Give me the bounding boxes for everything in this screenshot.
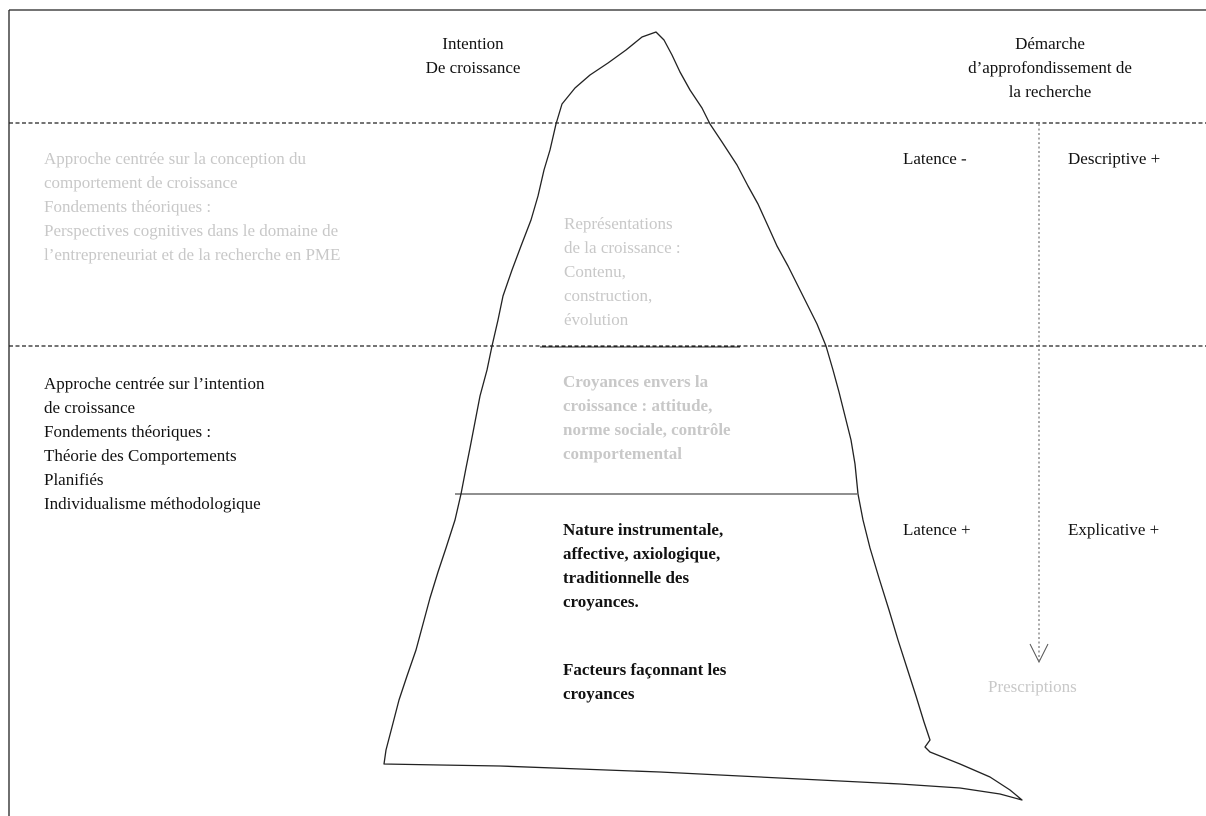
conception-approach-text: Approche centrée sur la conception du co… bbox=[44, 149, 341, 264]
representations-text: Représentations de la croissance : Conte… bbox=[564, 214, 681, 329]
demarche-header: Démarche d’approfondissement de la reche… bbox=[968, 34, 1132, 101]
nature-beliefs-text: Nature instrumentale, affective, axiolog… bbox=[563, 520, 724, 611]
latence-minus-label: Latence - bbox=[903, 149, 967, 168]
iceberg-outline bbox=[383, 31, 1023, 801]
prescriptions-label: Prescriptions bbox=[988, 677, 1077, 696]
intention-header: Intention De croissance bbox=[425, 34, 521, 77]
depth-arrow-head bbox=[1029, 643, 1049, 664]
descriptive-label: Descriptive + bbox=[1068, 149, 1161, 168]
factors-text: Facteurs façonnant les croyances bbox=[563, 660, 727, 703]
beliefs-text: Croyances envers la croissance : attitud… bbox=[563, 372, 731, 463]
latence-plus-label: Latence + bbox=[903, 520, 971, 539]
intention-approach-text: Approche centrée sur l’intention de croi… bbox=[44, 374, 265, 513]
explicative-label: Explicative + bbox=[1068, 520, 1160, 539]
